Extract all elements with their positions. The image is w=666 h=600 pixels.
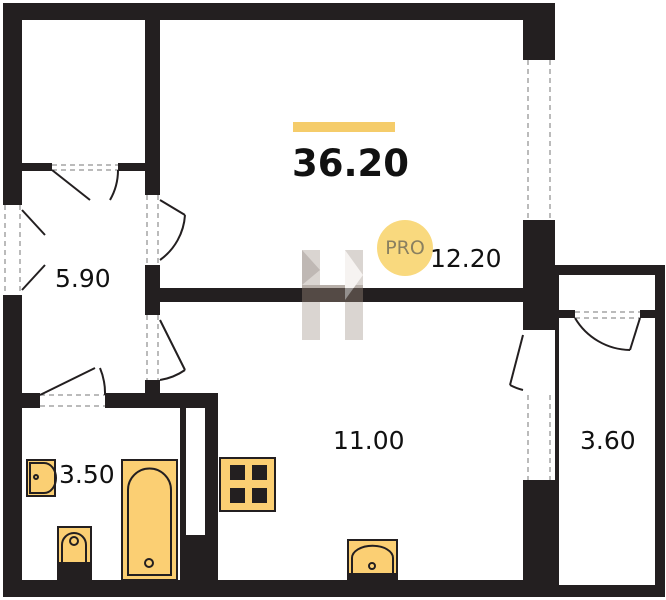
walls: [3, 3, 665, 597]
total-area: 36.20: [292, 142, 410, 185]
watermark-logo: [302, 250, 363, 340]
door-swings: [21, 169, 641, 396]
windows: [4, 60, 640, 480]
total-area-accent-bar: [293, 122, 395, 132]
room-area-bathroom: 3.50: [59, 460, 115, 489]
pro-badge: PRO: [377, 220, 433, 276]
fixtures: [26, 457, 398, 581]
room-area-hallway: 5.90: [55, 264, 111, 293]
room-area-kitchen: 11.00: [333, 426, 405, 455]
room-area-room: 12.20: [430, 244, 502, 273]
room-area-balcony: 3.60: [580, 426, 636, 455]
